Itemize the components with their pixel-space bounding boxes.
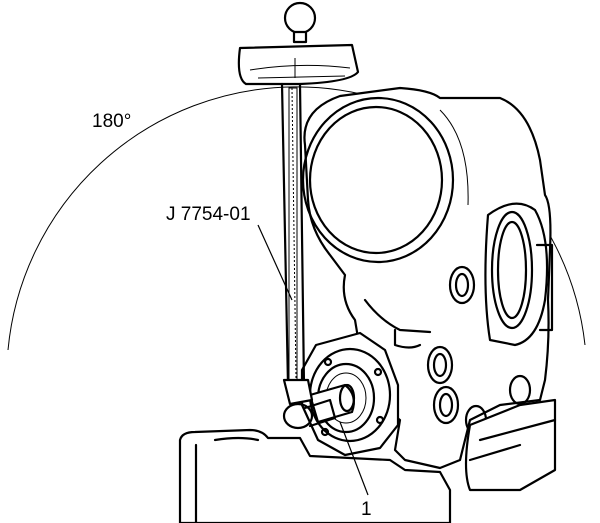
tool-leader bbox=[257, 224, 293, 301]
callout-leader bbox=[339, 421, 369, 496]
side-block bbox=[464, 398, 557, 492]
angle-label: 180° bbox=[92, 111, 131, 132]
tool-label: J 7754-01 bbox=[166, 204, 251, 225]
base-casting bbox=[178, 428, 452, 523]
callout-number: 1 bbox=[361, 499, 372, 520]
dial-gauge-icon bbox=[237, 43, 360, 86]
torque-wrench bbox=[237, 1, 360, 430]
transmission-housing bbox=[301, 86, 554, 470]
output-flange bbox=[300, 331, 400, 457]
